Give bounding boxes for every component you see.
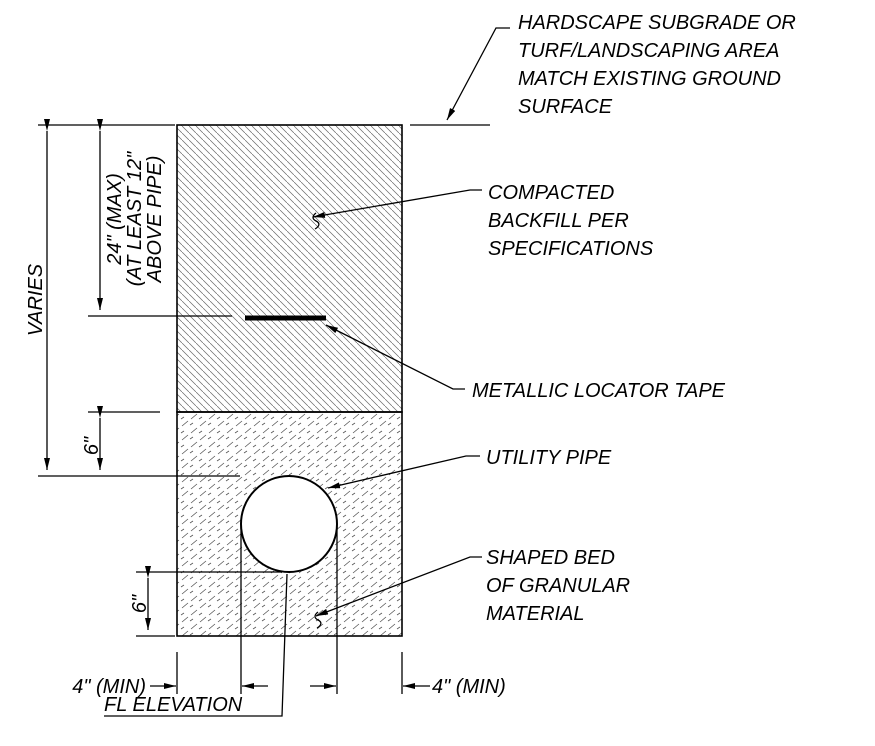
cover-label-2: (AT LEAST 12" <box>124 151 146 286</box>
cover-label-3: ABOVE PIPE) <box>144 156 166 284</box>
varies-label: VARIES <box>25 263 47 336</box>
utility-pipe <box>240 475 338 573</box>
bed-note-3: MATERIAL <box>486 603 585 625</box>
surface-note-1: HARDSCAPE SUBGRADE OR <box>518 12 796 34</box>
bed-leader <box>315 556 482 617</box>
backfill-note-2: BACKFILL PER <box>488 210 629 232</box>
bed-note-2: OF GRANULAR <box>486 575 630 597</box>
cover-label-1: 24" (MAX) <box>104 173 126 266</box>
backfill-zone <box>176 124 403 413</box>
pipe-leader <box>327 455 480 489</box>
backfill-note-3: SPECIFICATIONS <box>488 238 654 260</box>
surface-note-3: MATCH EXISTING GROUND <box>518 68 781 90</box>
surface-note-4: SURFACE <box>518 96 613 118</box>
right-clearance-label: 4" (MIN) <box>432 676 506 698</box>
surface-note-2: TURF/LANDSCAPING AREA <box>518 40 780 62</box>
tape-leader <box>325 324 465 390</box>
pipe-note: UTILITY PIPE <box>486 447 612 469</box>
surface-leader <box>446 27 510 121</box>
bed-note-1: SHAPED BED <box>486 547 615 569</box>
backfill-note-1: COMPACTED <box>488 182 614 204</box>
above-pipe-label: 6" <box>81 436 103 455</box>
bed-symbol <box>314 611 322 629</box>
below-pipe-label: 6" <box>129 594 151 613</box>
fl-label: FL ELEVATION <box>104 694 243 716</box>
backfill-leader <box>312 189 482 218</box>
left-clearance-label: 4" (MIN) <box>72 676 146 698</box>
backfill-symbol <box>312 212 320 230</box>
fl-leader <box>104 573 288 717</box>
tape-note: METALLIC LOCATOR TAPE <box>472 380 726 402</box>
